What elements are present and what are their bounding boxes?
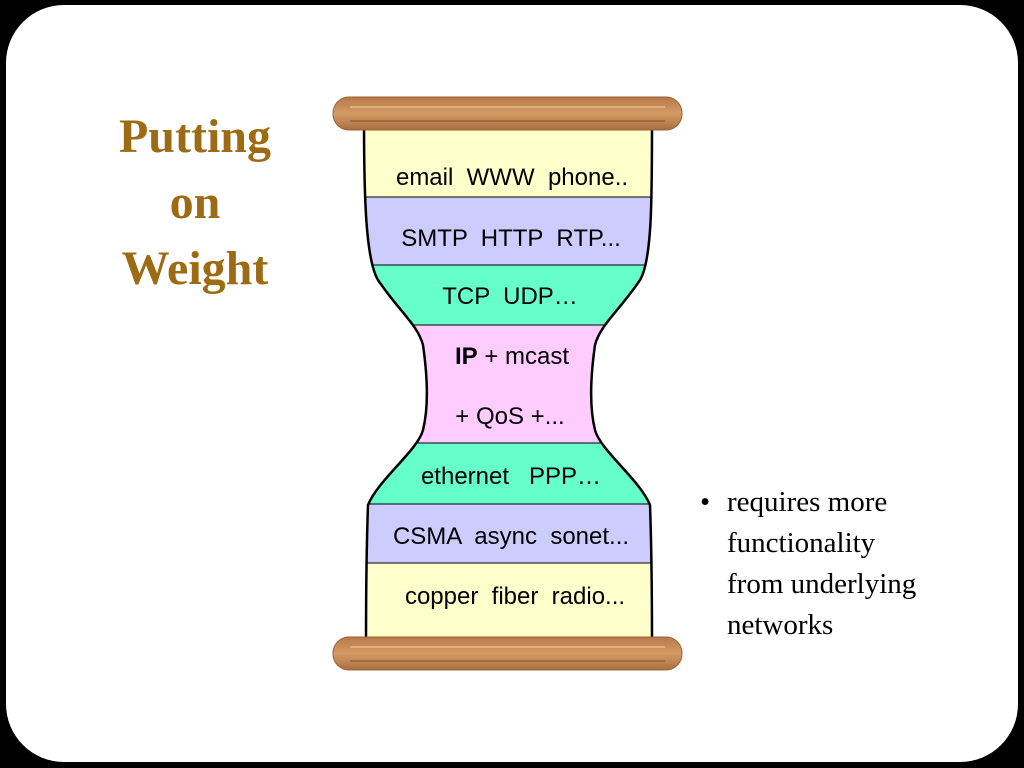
bullet-item: • requires more functionality from under… — [700, 482, 970, 646]
layer-label-link: ethernet PPP… — [421, 463, 601, 490]
layer-band-applications — [364, 120, 652, 197]
bullet-dot: • — [700, 486, 711, 518]
title-line-1: Putting — [118, 110, 271, 163]
bottom-wood-cap — [332, 636, 683, 671]
layer-label-transport: TCP UDP… — [442, 283, 578, 310]
bullet-text-line: from underlying — [727, 568, 917, 600]
layer-label-ip-rest: + mcast — [478, 343, 570, 370]
bullet-text-line: networks — [727, 609, 834, 641]
layer-band-access — [364, 504, 652, 563]
layer-band-link — [364, 443, 652, 504]
layer-band-transport — [364, 265, 652, 325]
layer-band-app-protocols — [364, 197, 652, 265]
slide-title: Putting on Weight — [90, 104, 300, 302]
layer-label-ip-bold: IP — [455, 343, 478, 370]
bullet-text-line: requires more — [727, 486, 888, 518]
bullet-list: • requires more functionality from under… — [700, 482, 970, 646]
layer-label-app-protocols: SMTP HTTP RTP... — [401, 225, 621, 252]
layer-label-access: CSMA async sonet... — [393, 523, 629, 550]
layer-label-applications: email WWW phone.. — [396, 164, 628, 191]
title-line-3: Weight — [121, 242, 269, 295]
layer-label-ip: IP + mcast — [455, 343, 569, 370]
layer-label-qos: + QoS +... — [455, 403, 564, 430]
layer-label-physical: copper fiber radio... — [405, 583, 625, 610]
title-line-2: on — [169, 176, 221, 229]
bullet-text-line: functionality — [727, 527, 876, 559]
layer-band-physical — [364, 563, 652, 645]
top-wood-cap — [332, 96, 683, 131]
